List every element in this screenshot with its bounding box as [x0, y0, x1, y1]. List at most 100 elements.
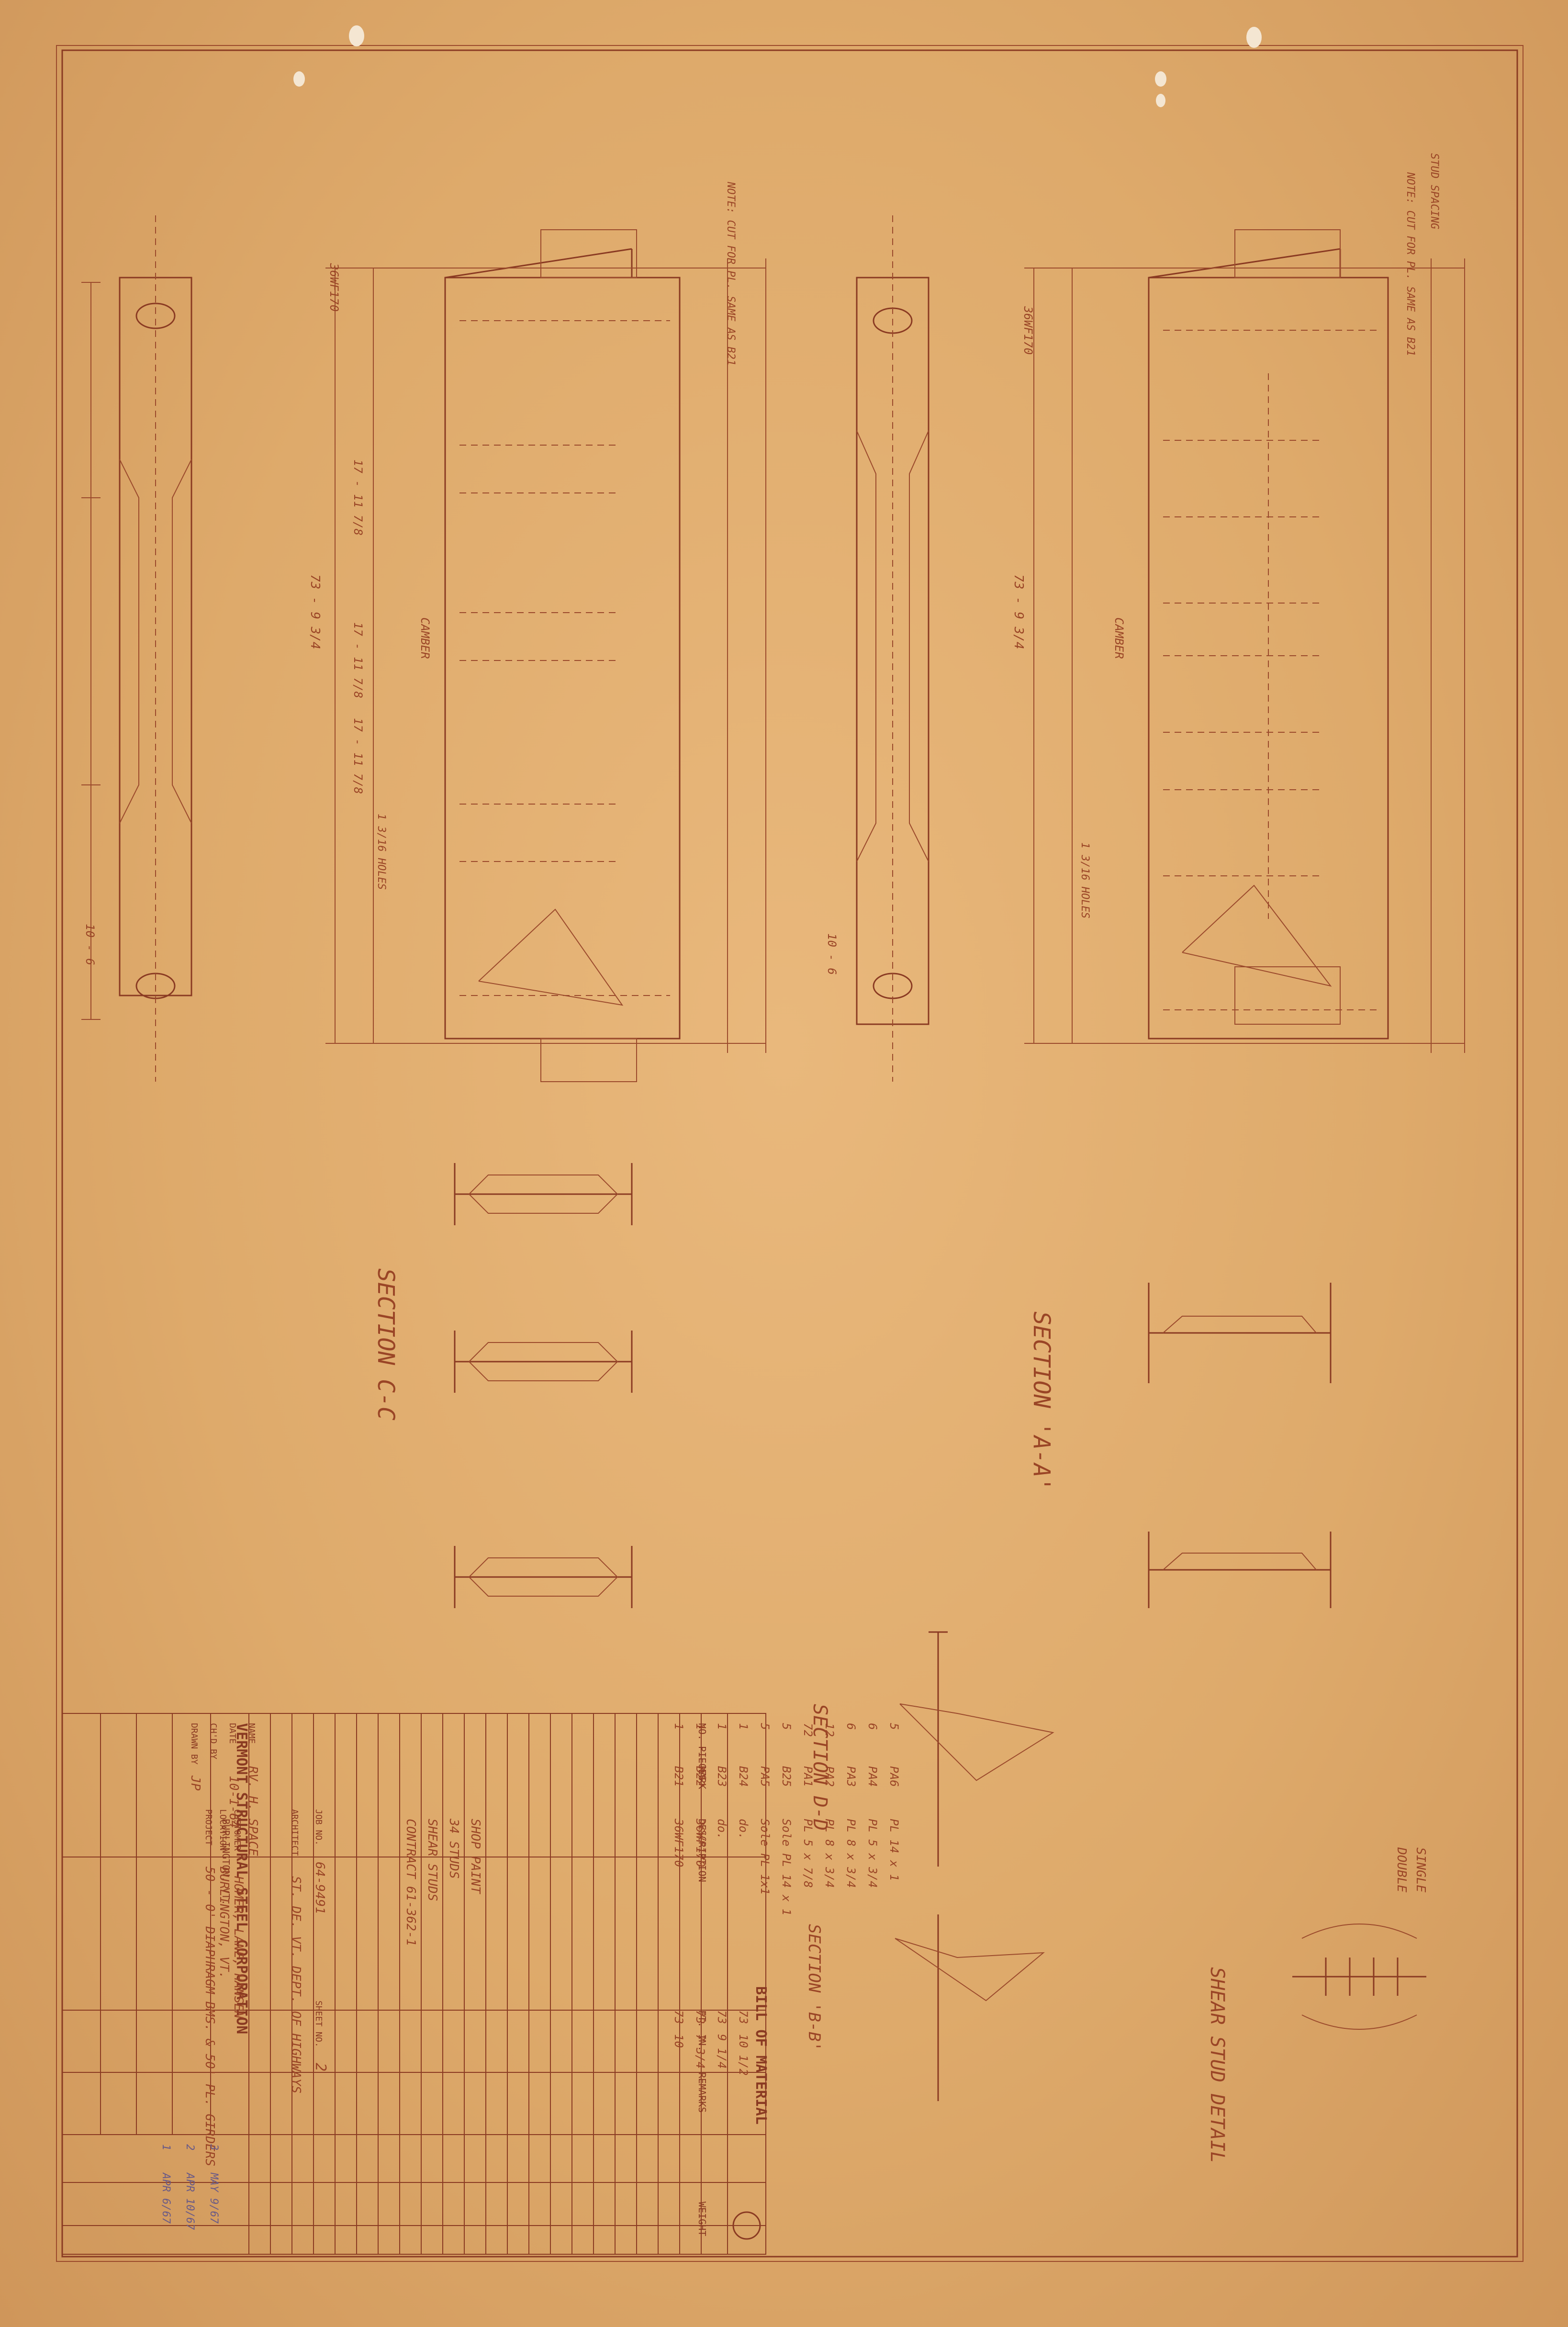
- bom-cell-ft: 73: [737, 2010, 750, 2024]
- shear-stud-title: SHEAR STUD DETAIL: [1206, 1967, 1228, 2163]
- company-city: BURLINGTON, VT.: [220, 1819, 232, 1905]
- revision-date: APR 10/67: [184, 2172, 196, 2230]
- girder-elevation-right: [856, 215, 1465, 1082]
- panel-1-dim: 17 - 11 7/8: [351, 459, 365, 536]
- stud-spacing-label: STUD SPACING: [1428, 153, 1440, 229]
- customer-label: CUSTOMER: [232, 1809, 242, 1851]
- label-stud-spacing: STUD SPACING: [1428, 153, 1440, 229]
- camber-label-right: CAMBER: [1112, 617, 1126, 659]
- drawing-border: [61, 49, 1518, 2258]
- project-value: 50 - 0' DIAPHRAGM BMS. & 50' PL. GIRDERS: [202, 1867, 217, 2166]
- drawn-by-value: JP: [188, 1775, 202, 1791]
- bom-cell-pieces: 1: [694, 1723, 707, 1730]
- bom-cell-mark: B22: [694, 1766, 707, 1787]
- location-label: LOCATION: [218, 1809, 228, 1851]
- bom-cell-in: 10: [672, 2034, 685, 2048]
- section-b25: [454, 1546, 633, 1608]
- dim-overall-left: 73 - 9 3/4: [308, 574, 322, 649]
- shear-stud-detail: [1292, 1924, 1426, 2030]
- bom-cell-pieces: 5: [758, 1723, 772, 1730]
- job-no-label: JOB NO.: [314, 1809, 324, 1846]
- bom-cell-description: PL 8 x 3/4: [844, 1819, 858, 1888]
- punch-hole: [1155, 71, 1166, 87]
- bom-cell-mark: PA4: [866, 1766, 879, 1787]
- dim-holes-left: 1 3/16 HOLES: [375, 814, 387, 890]
- beam-size-left: 36WF170: [327, 263, 341, 312]
- bom-cell-description: PL 14 x 1: [887, 1819, 901, 1881]
- name-label: NAME: [246, 1723, 257, 1744]
- bom-col-weight: WEIGHT: [696, 2202, 708, 2236]
- bom-cell-mark: PA1: [801, 1766, 815, 1787]
- bom-col-description: DESCRIPTION: [696, 1819, 708, 1882]
- label-section-cc: SECTION C-C: [372, 1268, 399, 1421]
- bom-cell-pieces: 1: [672, 1723, 685, 1730]
- section-bb-title: SECTION 'B-B': [805, 1924, 824, 2051]
- section-dd-title: SECTION D-D: [809, 1704, 831, 1831]
- label-section-bb: SECTION 'B-B': [805, 1924, 824, 2051]
- bom-cell-description: 36WF170: [672, 1818, 685, 1867]
- bom-cell-pieces: 12: [823, 1723, 836, 1737]
- bom-col-in: IN.: [696, 2034, 708, 2051]
- section-aa-views: [1148, 1283, 1332, 1608]
- girder-web-left: [444, 277, 681, 1040]
- bom-cell-ft: 73: [715, 2010, 728, 2024]
- revision-no: 1: [160, 2144, 172, 2150]
- bom-cell-pieces: 1: [715, 1723, 728, 1730]
- bom-cell-pieces: 6: [844, 1723, 858, 1730]
- bom-cell-description: Sole PL 14 x 1: [780, 1819, 793, 1915]
- double-label: DOUBLE: [1394, 1847, 1409, 1892]
- name-value: RV. H. SPACE: [246, 1766, 260, 1856]
- end-dim-left: 10 - 6: [83, 924, 97, 965]
- dim-overall-right: 73 - 9 3/4: [1011, 574, 1026, 649]
- bom-cell-mark: PA6: [887, 1766, 901, 1787]
- bom-cell-pieces: 5: [887, 1723, 901, 1730]
- label-note-right: NOTE: CUT FOR PL. SAME AS B21: [1404, 172, 1416, 356]
- dim-end-left: 10 - 6: [83, 924, 97, 965]
- sheet-no-value: 2: [312, 2063, 329, 2071]
- dim-panel-2: 17 - 11 7/8: [351, 622, 365, 698]
- note-cut-left: NOTE: CUT FOR PL. SAME AS B21: [725, 181, 737, 366]
- bom-col-ft: FT.: [696, 2010, 708, 2027]
- punch-hole: [293, 71, 305, 87]
- dim-panel-1: 17 - 11 7/8: [351, 459, 365, 536]
- section-b24: [454, 1331, 633, 1393]
- bom-cell-pieces: 6: [866, 1723, 879, 1730]
- bom-cell-mark: B23: [715, 1766, 728, 1787]
- section-b23: [454, 1163, 633, 1225]
- bom-column-headers: NO. PIECES MARK DESCRIPTION FT. IN. REMA…: [696, 1723, 708, 2236]
- revision-no: 2: [184, 2144, 196, 2150]
- bom-cell-description: PL 5 x 7/8: [801, 1819, 815, 1888]
- job-no-value: 64-9491: [313, 1862, 327, 1914]
- end-dim-right: 10 - 6: [825, 933, 839, 975]
- revision-date: APR 6/67: [160, 2172, 172, 2224]
- bom-cell-description: PL 8 x 3/4: [823, 1819, 836, 1888]
- bom-cell-mark: PA5: [758, 1766, 772, 1787]
- project-label: PROJECT: [203, 1809, 213, 1846]
- section-aa-title: SECTION 'A-A': [1028, 1311, 1055, 1491]
- dim-beam-right: 36WF170: [1021, 306, 1035, 355]
- bom-cell-pieces: 1: [737, 1723, 750, 1730]
- bom-cell-in: 7 3/4: [694, 2034, 707, 2069]
- revision-date: MAY 9/67: [208, 2172, 220, 2224]
- bom-col-mark: MARK: [696, 1766, 708, 1789]
- drawn-by-label: DRAWN BY: [189, 1723, 199, 1765]
- bom-text-group: BILL OF MATERIAL: [752, 1986, 769, 2125]
- note-cut-right: NOTE: CUT FOR PL. SAME AS B21: [1404, 172, 1416, 356]
- customer-value: HOMER, LANE, HANSEN: [231, 1876, 246, 2019]
- punch-hole: [349, 25, 364, 46]
- dim-panel-3: 17 - 11 7/8: [351, 718, 365, 794]
- checked-by-label: CH'D BY: [208, 1723, 218, 1759]
- bom-cell-description: Sole PL 1x1: [758, 1819, 772, 1895]
- overall-length-left: 73 - 9 3/4: [308, 574, 322, 649]
- location-value: BURLINGTON, VT.: [217, 1867, 231, 1979]
- bom-col-pieces: NO. PIECES: [696, 1723, 708, 1780]
- section-dd-detail: [895, 1631, 1054, 2101]
- title-block-project: PROJECT 50 - 0' DIAPHRAGM BMS. & 50' PL.…: [202, 1809, 329, 2166]
- dim-holes-right: 1 3/16 HOLES: [1079, 842, 1091, 918]
- bom-cell-mark: B24: [737, 1766, 750, 1787]
- drawing-outer-border: [56, 45, 1523, 2262]
- bom-cell-ft: 73: [694, 2010, 707, 2024]
- bom-cell-mark: B21: [672, 1766, 685, 1787]
